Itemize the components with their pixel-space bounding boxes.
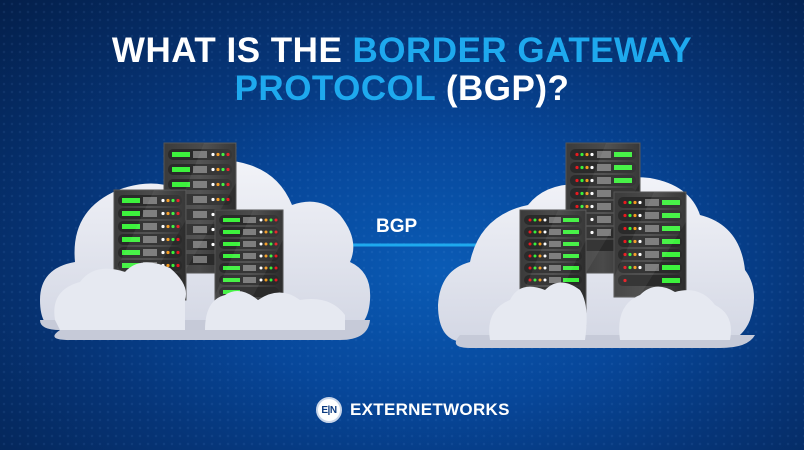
- title-white-text: WHAT IS THE: [111, 31, 353, 70]
- right-cloud-foreground: [489, 282, 731, 340]
- page-title: WHAT IS THE BORDER GATEWAY PROTOCOL (BGP…: [0, 32, 804, 108]
- brand-logo: E|N EXTERNETWORKS: [316, 397, 510, 423]
- title-accent-text-2: PROTOCOL: [234, 69, 446, 108]
- bgp-connection-label: BGP: [376, 216, 418, 237]
- title-white-text-2: (BGP)?: [445, 69, 570, 108]
- brand-badge-icon: E|N: [316, 397, 342, 423]
- brand-name: EXTERNETWORKS: [350, 400, 510, 419]
- left-cloud-foreground: [54, 262, 345, 330]
- title-line-2: PROTOCOL (BGP)?: [0, 70, 804, 108]
- right-server-rack-front-right: [613, 191, 687, 298]
- title-accent-text: BORDER GATEWAY: [352, 31, 693, 70]
- title-line-1: WHAT IS THE BORDER GATEWAY: [0, 32, 804, 70]
